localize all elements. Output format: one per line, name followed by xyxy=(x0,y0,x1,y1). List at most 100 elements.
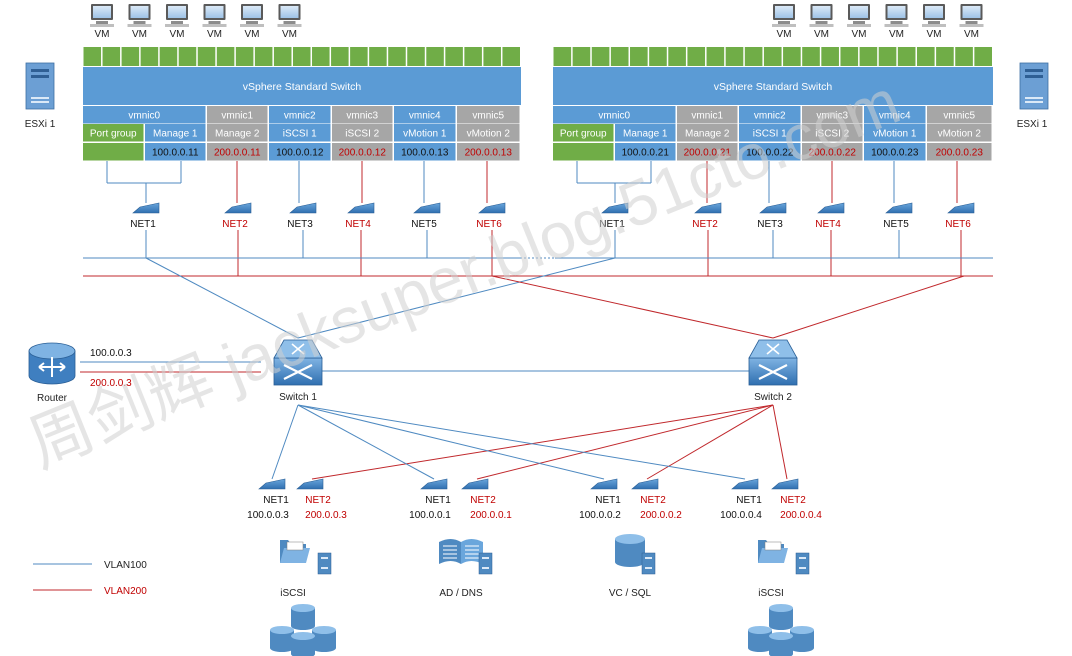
ip-cell xyxy=(332,143,393,161)
monitor-stand xyxy=(965,21,978,24)
portgroup-cell xyxy=(332,124,393,142)
vm-label: VM xyxy=(95,29,110,40)
network-adapter-icon xyxy=(694,202,722,214)
virtual-port xyxy=(610,47,629,66)
storage-cylinder xyxy=(769,608,793,630)
server-tower-bay xyxy=(645,557,652,559)
ip-cell xyxy=(739,143,801,161)
vmnic-cell xyxy=(269,106,331,124)
port-group-empty-cell xyxy=(553,143,614,161)
virtual-port xyxy=(725,47,744,66)
server-vlan100-link xyxy=(297,404,746,480)
router-top xyxy=(28,342,76,360)
virtual-port xyxy=(687,47,706,66)
network-adapter-icon xyxy=(461,478,489,490)
portgroup-cell xyxy=(457,124,520,142)
vm-monitor-icon xyxy=(90,4,114,27)
portgroup-cell xyxy=(145,124,206,142)
monitor-screen xyxy=(168,6,186,18)
server-vlan200-link xyxy=(476,404,774,480)
tower-bay xyxy=(1025,69,1043,72)
storage-cylinder xyxy=(312,630,336,652)
ip-cell xyxy=(677,143,738,161)
ip-label: 100.0.0.22 xyxy=(746,148,794,159)
ip-label: 200.0.0.11 xyxy=(214,148,261,159)
storage-cylinder xyxy=(291,636,315,656)
server-ip2-label: 200.0.0.4 xyxy=(780,510,822,521)
storage-cylinders-icon xyxy=(270,604,336,656)
virtual-port xyxy=(553,47,572,66)
legend-label: VLAN100 xyxy=(104,560,147,571)
server-tower-bay xyxy=(799,557,806,559)
vm-label: VM xyxy=(282,29,297,40)
keyboard-base xyxy=(959,24,984,27)
storage-cylinders-icon xyxy=(748,604,814,656)
folder-paper xyxy=(286,541,304,551)
server-net2-label: NET2 xyxy=(780,495,806,506)
server-net1-label: NET1 xyxy=(425,495,451,506)
vswitch-bar xyxy=(83,67,521,105)
vmnic-cell xyxy=(553,106,676,124)
ip-cell xyxy=(394,143,456,161)
virtual-port xyxy=(916,47,935,66)
monitor-stand xyxy=(133,21,146,24)
storage-cylinder-top xyxy=(270,626,294,634)
ip-label: 200.0.0.12 xyxy=(339,148,387,159)
portgroup-cell xyxy=(927,124,992,142)
db-body xyxy=(615,539,645,567)
portgroup-cell xyxy=(269,124,331,142)
monitor-stand xyxy=(283,21,296,24)
net-label: NET1 xyxy=(130,219,156,230)
server-ip1-label: 100.0.0.2 xyxy=(579,510,621,521)
virtual-port xyxy=(649,47,667,66)
virtual-port xyxy=(464,47,482,66)
server-vlan200-link xyxy=(311,404,774,480)
virtual-port xyxy=(254,47,273,66)
ip-cell xyxy=(207,143,268,161)
keyboard-base xyxy=(847,24,871,27)
vm-monitor-icon xyxy=(127,4,152,27)
server-ip2-label: 200.0.0.1 xyxy=(470,510,512,521)
folder-paper xyxy=(764,541,782,551)
vm-label: VM xyxy=(132,29,147,40)
keyboard-base xyxy=(809,24,834,27)
vmnic-cell xyxy=(207,106,268,124)
database-server-icon xyxy=(615,534,645,567)
network-adapter-icon xyxy=(759,202,787,214)
storage-cylinder xyxy=(291,608,315,630)
network-adapter-icon xyxy=(413,202,441,214)
tower-led xyxy=(31,97,49,99)
switch-arrows-top xyxy=(291,343,305,355)
vm-monitor-icon xyxy=(884,4,909,27)
ip-label: 200.0.0.22 xyxy=(809,148,857,159)
ip-label: 100.0.0.11 xyxy=(152,148,199,159)
monitor-screen xyxy=(775,6,793,18)
monitor-screen xyxy=(243,6,261,18)
vmnic-label: vmnic1 xyxy=(221,111,253,122)
vmnic-label: vmnic1 xyxy=(691,111,723,122)
portgroup-cell xyxy=(207,124,268,142)
uplink-to-switch1 xyxy=(145,257,299,339)
storage-cylinder-top xyxy=(291,604,315,612)
ip-label: 100.0.0.23 xyxy=(871,148,919,159)
ip-cell xyxy=(615,143,676,161)
portgroup-cell xyxy=(802,124,863,142)
storage-cylinder-top xyxy=(312,626,336,634)
net-label: NET2 xyxy=(222,219,248,230)
virtual-port xyxy=(897,47,916,66)
tower-led xyxy=(31,101,49,103)
ip-cell xyxy=(802,143,863,161)
virtual-port xyxy=(426,47,444,66)
book-server-icon xyxy=(439,539,483,564)
server-ip2-label: 200.0.0.2 xyxy=(640,510,682,521)
vm-label: VM xyxy=(852,29,867,40)
portgroup-cell xyxy=(394,124,456,142)
vm-monitor-icon xyxy=(959,4,984,27)
portgroup-label: Manage 1 xyxy=(623,129,668,140)
ip-cell xyxy=(927,143,992,161)
vswitch-bar xyxy=(553,67,993,105)
